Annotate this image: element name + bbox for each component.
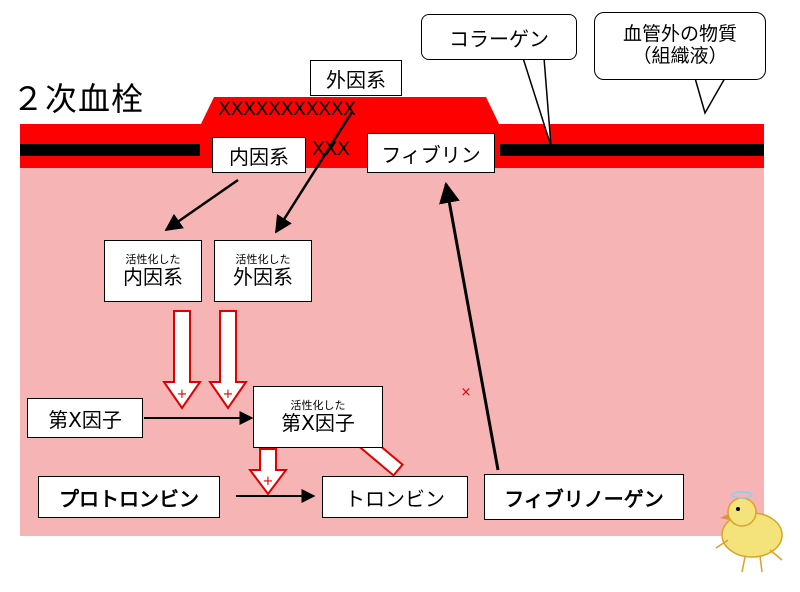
times-sign: × <box>461 385 472 400</box>
intrinsic-pathway-box: 内因系 <box>212 137 306 173</box>
fibrinogen-label: フィブリノーゲン <box>504 486 664 511</box>
arrow-fibrinogen-to-fibrin <box>439 181 500 471</box>
thrombin-box: トロンビン <box>322 476 468 518</box>
prothrombin-label: プロトロンビン <box>59 486 199 511</box>
activated-factor-x-label: 第X因子 <box>281 411 355 435</box>
plus-sign-2: + <box>223 387 234 402</box>
collagen-callout: コラーゲン <box>421 14 577 60</box>
activated-note: 活性化した <box>290 399 346 412</box>
plus-arrow-1 <box>162 310 202 410</box>
factor-x-label: 第X因子 <box>48 407 122 432</box>
extravascular-line2: （組織液） <box>632 45 728 67</box>
arrow-intrinsic-to-activated <box>164 178 239 232</box>
intrinsic-pathway-label: 内因系 <box>229 144 289 169</box>
plus-sign-3: + <box>263 474 274 489</box>
activated-note: 活性化した <box>235 253 291 266</box>
prothrombin-box: プロトロンビン <box>38 476 220 518</box>
arrow-extrinsic-to-activated <box>274 111 354 234</box>
clot-x-marks-inner: XXX <box>312 138 350 160</box>
fibrin-box: フィブリン <box>367 133 495 173</box>
thrombin-label: トロンビン <box>345 486 445 511</box>
chick-illustration <box>715 491 783 573</box>
page-title: ２次血栓 <box>12 80 145 118</box>
extrinsic-pathway-label: 外因系 <box>326 67 386 92</box>
clot-x-marks: XXXXXXXXXXX <box>218 98 356 120</box>
activated-factor-x-box: 活性化した 第X因子 <box>253 386 383 448</box>
plus-arrow-2 <box>208 310 248 410</box>
fibrinogen-box: フィブリノーゲン <box>484 474 684 520</box>
fibrin-label: フィブリン <box>381 142 481 167</box>
activated-extrinsic-label: 外因系 <box>233 265 293 289</box>
activated-extrinsic-box: 活性化した 外因系 <box>214 240 312 302</box>
collagen-label: コラーゲン <box>449 26 549 51</box>
activated-note: 活性化した <box>125 253 181 266</box>
extravascular-line1: 血管外の物質 <box>622 23 737 46</box>
extravascular-callout: 血管外の物質 （組織液） <box>594 12 766 80</box>
activated-intrinsic-label: 内因系 <box>123 265 183 289</box>
extravascular-callout-tail <box>694 77 727 115</box>
factor-x-box: 第X因子 <box>27 398 143 438</box>
plus-sign-1: + <box>177 387 188 402</box>
extrinsic-pathway-box: 外因系 <box>310 60 402 96</box>
activated-intrinsic-box: 活性化した 内因系 <box>104 240 202 302</box>
plus-arrow-3 <box>248 448 288 496</box>
